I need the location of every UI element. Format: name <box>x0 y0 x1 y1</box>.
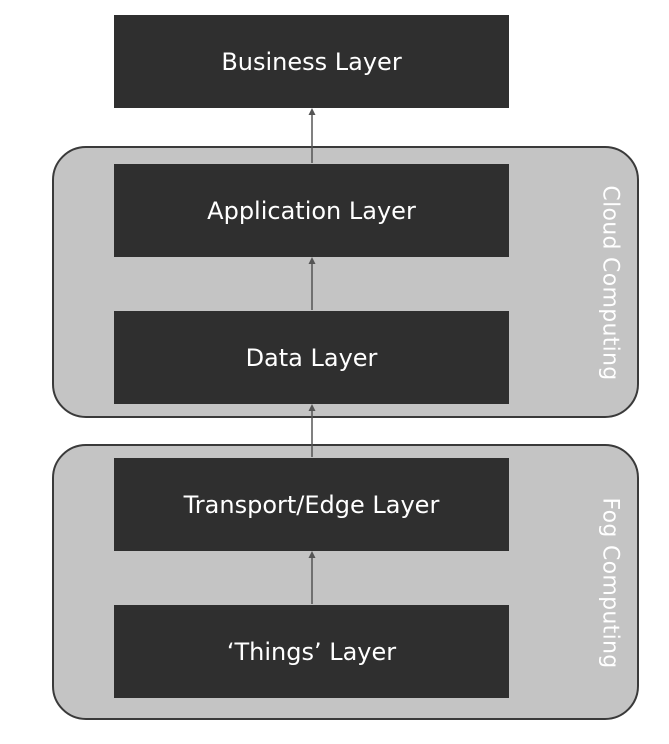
transport-edge-layer-label: Transport/Edge Layer <box>183 490 440 519</box>
fog-computing-label: Fog Computing <box>597 497 623 669</box>
data-layer-label: Data Layer <box>245 343 378 372</box>
arrow-things-to-transport <box>302 551 322 605</box>
business-layer-box: Business Layer <box>114 15 509 108</box>
things-layer-label: ‘Things’ Layer <box>226 637 397 666</box>
arrow-data-to-application <box>302 257 322 311</box>
things-layer-box: ‘Things’ Layer <box>114 605 509 698</box>
application-layer-box: Application Layer <box>114 164 509 257</box>
data-layer-box: Data Layer <box>114 311 509 404</box>
transport-edge-layer-box: Transport/Edge Layer <box>114 458 509 551</box>
business-layer-label: Business Layer <box>221 47 402 76</box>
cloud-computing-label: Cloud Computing <box>597 185 623 381</box>
application-layer-label: Application Layer <box>207 196 416 225</box>
arrow-application-to-business <box>302 108 322 164</box>
arrow-transport-to-data <box>302 404 322 458</box>
